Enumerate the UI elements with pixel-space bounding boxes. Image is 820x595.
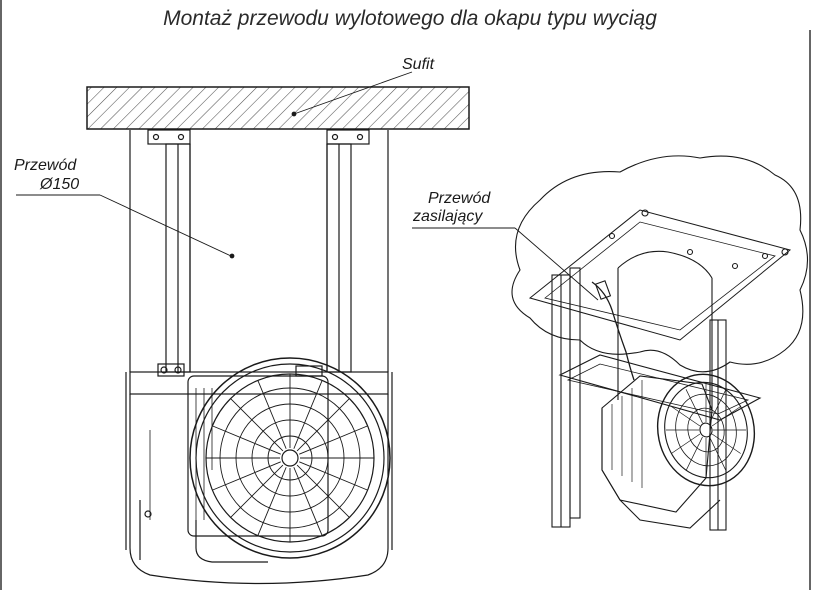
ceiling-outline bbox=[511, 155, 808, 373]
duct-cylinder-top bbox=[617, 250, 713, 279]
duct-label-line1: Przewód bbox=[14, 157, 77, 174]
duct-leader bbox=[99, 194, 232, 257]
frame-bottom bbox=[558, 354, 762, 421]
fan-perspective bbox=[656, 373, 756, 487]
front-view bbox=[16, 71, 470, 585]
ceiling-label: Sufit bbox=[402, 56, 435, 73]
motor-perspective bbox=[601, 373, 756, 529]
cable-leader bbox=[514, 227, 599, 301]
ceiling-plate bbox=[528, 209, 792, 341]
screw bbox=[144, 510, 152, 518]
fan-front-view bbox=[189, 357, 391, 559]
ceiling-slab bbox=[86, 86, 470, 130]
perspective-view bbox=[412, 155, 808, 531]
power-cable bbox=[591, 281, 635, 381]
cable-label-line2: zasilający bbox=[413, 208, 483, 225]
hood-clip-left bbox=[157, 363, 185, 377]
hood-body bbox=[129, 394, 389, 585]
cable-label-line1: Przewód bbox=[428, 190, 491, 207]
ceiling-leader bbox=[293, 71, 413, 115]
cable-plug bbox=[594, 280, 612, 300]
duct-label-line2: Ø150 bbox=[40, 176, 80, 193]
diagram-title: Montaż przewodu wylotowego dla okapu typ… bbox=[163, 7, 657, 30]
